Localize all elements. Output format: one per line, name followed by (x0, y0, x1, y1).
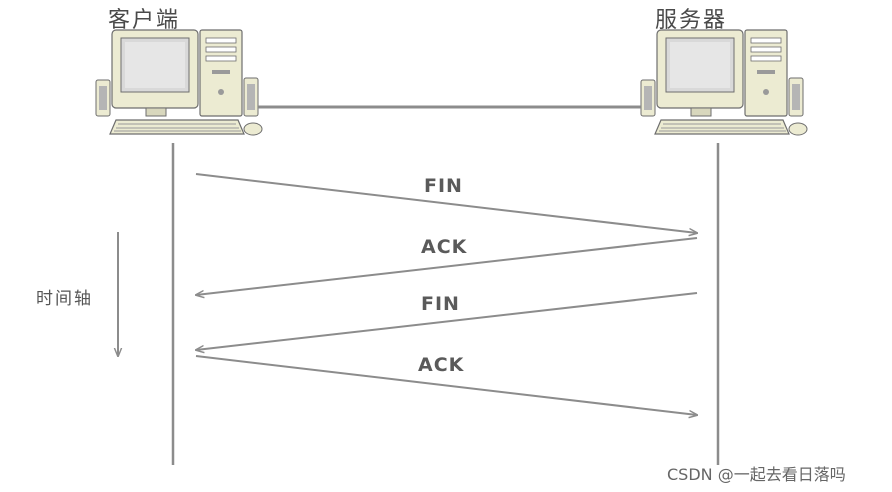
message-arrow-ack-2 (195, 355, 697, 415)
message-label-fin-2: FIN (421, 293, 460, 315)
time-axis-title: 时间轴 (36, 289, 93, 309)
message-label-ack-2: ACK (418, 354, 465, 376)
message-label-fin-1: FIN (424, 175, 463, 197)
message-arrow-ack-1 (196, 237, 698, 295)
message-label-ack-1: ACK (421, 236, 468, 258)
client-computer-icon (95, 29, 263, 136)
watermark: CSDN @一起去看日落吗 (667, 465, 846, 484)
server-computer-icon (640, 29, 808, 136)
client-title: 客户端 (108, 8, 181, 33)
message-arrow-fin-2 (196, 292, 698, 350)
server-title: 服务器 (655, 8, 728, 33)
message-arrow-fin-1 (195, 173, 697, 233)
